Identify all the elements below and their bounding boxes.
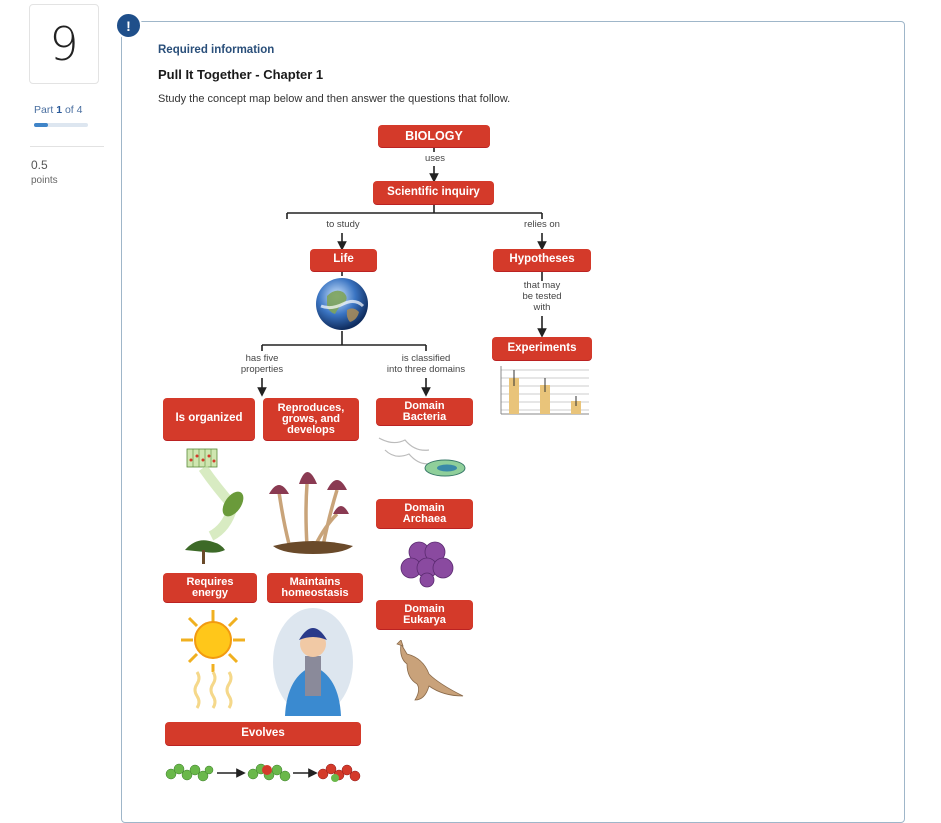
instructions-text: Study the concept map below and then ans…	[158, 93, 511, 105]
points-value: 0.5	[31, 158, 48, 172]
part-prefix: Part	[34, 104, 54, 116]
node-requires-energy: Requires energy	[163, 573, 257, 602]
node-life: Life	[310, 249, 377, 271]
node-domain-archaea: Domain Archaea	[376, 499, 473, 528]
edge-label-relies-on: relies on	[524, 219, 560, 230]
bar-graph-icon	[500, 366, 589, 415]
kangaroo-icon	[396, 640, 464, 701]
section-title: Pull It Together - Chapter 1	[158, 67, 324, 82]
required-info-label: Required information	[158, 44, 275, 56]
rail-divider	[30, 146, 104, 147]
part-progress-fill	[34, 123, 48, 127]
edge-label-has-five-properties: has five properties	[240, 353, 284, 375]
node-evolves: Evolves	[165, 722, 361, 745]
edge-label-may-be-tested: that may be tested with	[522, 280, 562, 313]
concept-map-connectors	[257, 147, 547, 397]
node-reproduces: Reproduces, grows, and develops	[263, 398, 359, 440]
node-experiments: Experiments	[492, 337, 592, 360]
alert-icon: !	[115, 12, 142, 39]
concept-map: BIOLOGY uses Scientific inquiry to study…	[155, 118, 615, 801]
bacteria-icon	[378, 437, 466, 477]
part-suffix: of 4	[64, 104, 83, 116]
plant-cells-icon	[185, 448, 244, 564]
node-biology: BIOLOGY	[378, 125, 490, 147]
part-current: 1	[56, 104, 63, 116]
edge-label-classified: is classified into three domains	[386, 353, 466, 375]
sun-icon	[181, 610, 245, 709]
node-hypotheses: Hypotheses	[493, 249, 591, 271]
part-indicator: Part 1 of 4	[34, 104, 82, 116]
archaea-icon	[400, 541, 454, 588]
node-domain-bacteria: Domain Bacteria	[376, 398, 473, 425]
edge-label-to-study: to study	[326, 219, 360, 230]
node-maintains-homeostasis: Maintains homeostasis	[267, 573, 363, 602]
node-scientific-inquiry: Scientific inquiry	[373, 181, 494, 204]
node-is-organized: Is organized	[163, 398, 255, 440]
mushroom-icon	[269, 472, 353, 554]
person-in-coat-icon	[273, 608, 353, 716]
points-label: points	[31, 175, 58, 186]
edge-label-uses: uses	[424, 153, 446, 164]
earth-globe-icon	[316, 278, 368, 330]
question-number: 9	[29, 4, 99, 84]
evolving-population-icon	[165, 763, 361, 782]
node-domain-eukarya: Domain Eukarya	[376, 600, 473, 629]
part-progress-bar	[34, 123, 88, 127]
